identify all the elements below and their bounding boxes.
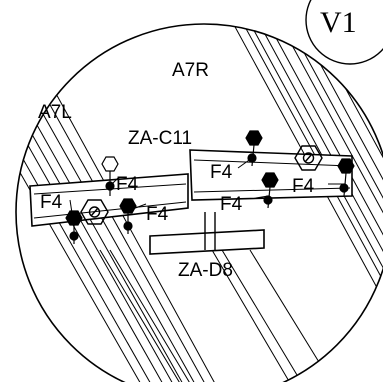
fastener-label-4: F4: [210, 162, 233, 183]
detail-circle-border: [15, 23, 383, 382]
washer-right: [294, 145, 323, 171]
plate-za-d8: [149, 229, 265, 255]
bolt-4: [245, 130, 263, 167]
bolts: [65, 130, 355, 244]
label-za-d8: ZA-D8: [178, 260, 233, 281]
label-za-c11: ZA-C11: [128, 128, 192, 149]
fastener-label-2: F4: [40, 192, 63, 213]
fastener-leaders: [69, 157, 344, 227]
view-label-bubble: V1: [305, 0, 383, 65]
fastener-label-1: F4: [116, 174, 139, 195]
fastener-label-5: F4: [220, 194, 243, 215]
bolt-5: [261, 172, 279, 209]
label-a7l: A7L: [38, 102, 72, 123]
bolt-1: [101, 156, 119, 196]
bolt-6: [337, 158, 355, 197]
rail-a7l: [16, 89, 225, 382]
view-label: V1: [320, 6, 357, 39]
bolt-2: [65, 210, 83, 244]
splice-plate-assembly: [29, 149, 353, 255]
fastener-label-6: F4: [292, 176, 315, 197]
fastener-label-3: F4: [146, 204, 169, 225]
label-a7r: A7R: [172, 60, 209, 81]
washer-left: [80, 199, 109, 225]
bolt-3: [119, 198, 137, 234]
